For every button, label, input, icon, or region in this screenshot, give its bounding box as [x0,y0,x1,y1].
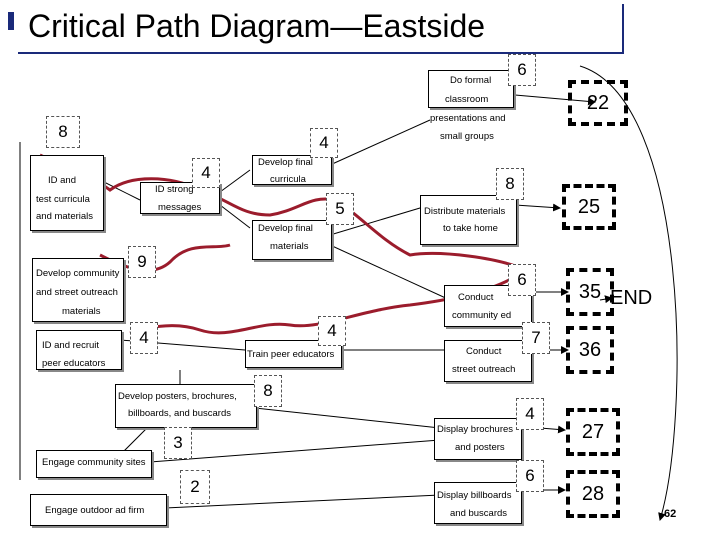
task-display-billboards-line1: Display billboards [437,490,512,501]
critical-path-upper [39,153,526,272]
task-engage-outdoor-label: Engage outdoor ad firm [45,505,145,516]
duration-develop-materials: 5 [326,193,354,225]
task-id-recruit-line2: peer educators [42,358,106,369]
task-id-strong-box [140,182,220,214]
task-id-test-line3: and materials [36,211,94,222]
task-conduct-community-line2: community ed [452,310,512,321]
task-id-recruit-box [36,330,122,370]
task-train-peer-label: Train peer educators [247,349,335,360]
task-id-test-line2: test curricula [36,194,90,205]
task-display-brochures-box [434,418,522,460]
duration-do-formal: 6 [508,54,536,86]
duration-engage-sites: 3 [164,427,192,459]
title-frame-bottom [18,52,624,54]
task-develop-posters-line1: Develop posters, brochures, [118,391,237,402]
milestone-36: 36 [566,326,614,374]
task-do-formal-line1: Do formal [450,75,492,86]
duration-id-recruit: 4 [130,322,158,354]
duration-id-strong: 4 [192,158,220,188]
arrow-end-curve [579,65,678,521]
task-do-formal-box [428,70,514,108]
task-develop-curricula-line1: Develop final [258,157,313,168]
task-display-billboards-line2: and buscards [450,508,508,519]
title-frame-right [622,4,624,54]
duration-distribute: 8 [496,168,524,200]
task-develop-materials-line1: Develop final [258,223,313,234]
arrow-brochures-27 [539,425,566,434]
duration-conduct-street: 7 [522,322,550,354]
task-engage-outdoor-box [30,494,167,526]
task-develop-posters-line2: billboards, and buscards [128,408,231,419]
task-id-test-line1: ID and [48,175,76,186]
task-display-billboards-box [434,482,522,524]
connector-strong-materials [219,204,251,229]
task-develop-curricula-line2: curricula [270,174,306,185]
title-bullet [8,12,14,30]
task-conduct-street-line1: Conduct [466,346,502,357]
connector-curricula-formal [329,119,431,166]
connector-test-strong [99,179,141,201]
task-engage-sites-label: Engage community sites [42,457,146,468]
task-id-test-box [30,155,104,231]
task-id-recruit-line1: ID and recruit [42,340,100,351]
task-dev-community-line3: materials [62,306,101,317]
task-conduct-community-line1: Conduct [458,292,494,303]
end-label: END [610,287,653,309]
connector-materials-conduct [329,244,451,301]
task-id-strong-line1: ID strong [155,184,194,195]
duration-display-brochures: 4 [516,398,544,430]
task-engage-sites-box [36,450,152,478]
duration-train-peer: 4 [318,316,346,346]
task-do-formal-line2: classroom [445,94,489,105]
arrow-formal-22 [514,94,596,106]
task-develop-materials-line2: materials [270,241,309,252]
task-distribute-line2: to take home [443,223,498,234]
task-do-formal-line4: small groups [440,131,494,142]
connector-outdoor-billboards [164,494,441,509]
connector-materials-distribute [329,204,431,236]
task-display-brochures-line1: Display brochures [437,424,514,435]
connector-strong-curricula [219,169,251,193]
task-develop-curricula-box [252,155,332,185]
task-develop-posters-box [115,384,257,428]
duration-id-test: 8 [46,116,80,148]
task-distribute-box [420,195,517,245]
task-display-brochures-line2: and posters [455,442,505,453]
duration-develop-posters: 8 [254,375,282,407]
connector-sites-brochures [149,439,441,463]
duration-engage-outdoor: 2 [180,470,210,504]
page-title: Critical Path Diagram—Eastside [28,8,486,44]
task-develop-materials-box [252,220,332,260]
arrow-distribute-25 [514,203,561,212]
milestone-27: 27 [566,408,620,456]
milestone-22: 22 [568,80,628,126]
milestone-25: 25 [562,184,616,230]
task-id-strong-line2: messages [158,202,202,213]
task-dev-community-line1: Develop community [36,268,120,279]
task-conduct-street-line2: street outreach [452,364,516,375]
connector-posters-brochures [254,407,441,429]
milestone-28: 28 [566,470,620,518]
duration-display-billboards: 6 [516,460,544,492]
task-conduct-street-box [444,340,532,382]
task-dev-community-box [32,258,124,322]
duration-develop-curricula: 4 [310,128,338,158]
task-dev-community-line2: and street outreach [36,287,118,298]
milestone-35: 35 [566,268,614,316]
page-number: 62 [664,508,677,520]
duration-dev-community: 9 [128,246,156,278]
duration-conduct-community: 6 [508,264,536,296]
task-do-formal-line3: presentations and [430,113,506,124]
task-distribute-line1: Distribute materials [424,206,506,217]
